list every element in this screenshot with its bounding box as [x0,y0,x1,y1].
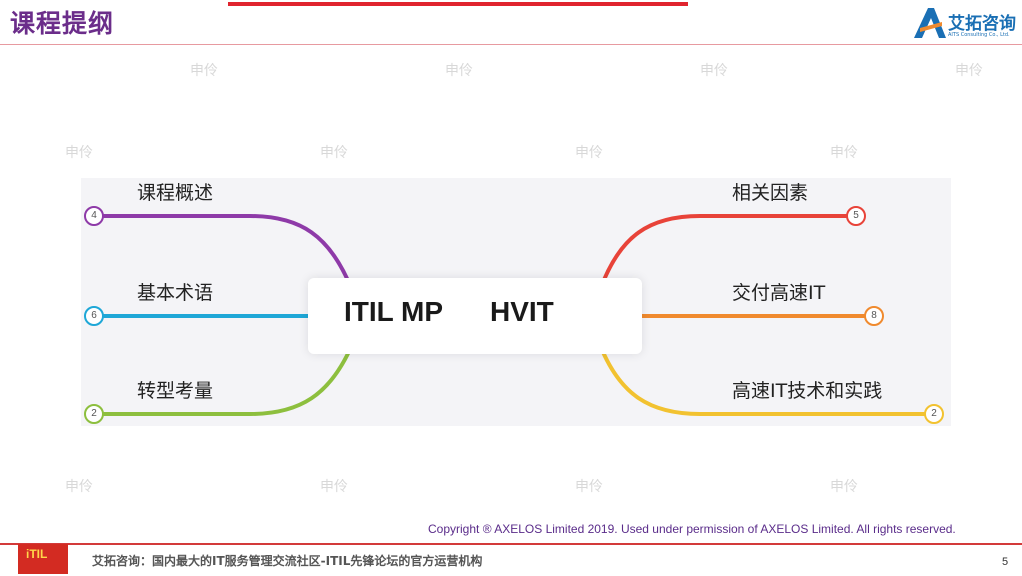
logo-subtext: AITS Consulting Co., Ltd. [948,32,1010,38]
watermark: 申伶 [65,145,93,161]
watermark: 申伶 [830,145,858,161]
watermark: 申伶 [445,63,473,79]
branch-line-right-3 [598,343,928,416]
branch-label-left-2: 基本术语 [137,282,214,304]
center-node-label-left: ITIL MP [344,296,444,327]
watermark: 申伶 [575,479,603,495]
slide-title: 课程提纲 [10,9,115,38]
company-logo: 艾拓咨询 AITS Consulting Co., Ltd. [912,6,1022,44]
watermark: 申伶 [320,479,348,495]
watermark: 申伶 [190,63,218,79]
branch-line-left-3 [101,343,354,416]
page-number: 5 [1002,556,1009,568]
copyright-notice: Copyright ® AXELOS Limited 2019. Used un… [428,522,956,536]
branch-count-badge: 8 [864,306,884,326]
branch-count-badge: 4 [84,206,104,226]
footer-logo-text: iTIL [26,547,48,561]
footer-divider [0,543,1022,545]
branch-label-right-2: 交付高速IT [732,282,826,304]
branch-line-left-1 [101,214,354,292]
watermark: 申伶 [955,63,983,79]
branch-count-badge: 6 [84,306,104,326]
center-node-label-right: HVIT [490,296,554,327]
branch-count-badge: 2 [84,404,104,424]
watermark: 申伶 [65,479,93,495]
branch-label-right-3: 高速IT技术和实践 [732,380,883,402]
branch-count-badge: 2 [924,404,944,424]
watermark: 申伶 [830,479,858,495]
branch-line-right-1 [598,214,848,292]
watermark: 申伶 [320,145,348,161]
branch-label-right-1: 相关因素 [732,182,809,204]
branch-label-left-1: 课程概述 [137,182,214,204]
branch-label-left-3: 转型考量 [137,380,214,402]
logo-text: 艾拓咨询 [948,14,1016,34]
watermark: 申伶 [700,63,728,79]
watermark: 申伶 [575,145,603,161]
mindmap-center-node: ITIL MP HVIT [308,278,642,354]
branch-count-badge: 5 [846,206,866,226]
title-divider [0,44,1022,45]
top-accent-bar [228,2,688,6]
footer-tagline: 艾拓咨询：国内最大的IT服务管理交流社区-ITIL先锋论坛的官方运营机构 [92,554,483,568]
logo-a-icon [914,8,946,38]
footer-logo: iTIL [18,544,68,574]
